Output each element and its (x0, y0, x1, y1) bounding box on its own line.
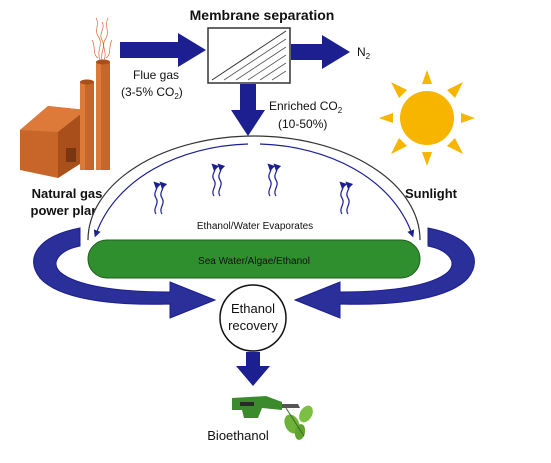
enriched-co2-label: Enriched CO2 (269, 99, 343, 115)
sunlight-label: Sunlight (405, 186, 458, 201)
n2-label: N2 (357, 45, 371, 61)
right-circulation-arrow (293, 227, 475, 319)
flue-gas-concentration: (3-5% CO2) (121, 85, 183, 101)
n2-out-arrow (291, 35, 350, 69)
power-plant-label-line2: power plant (31, 203, 105, 218)
enriched-co2-range: (10-50%) (278, 117, 327, 131)
flue-gas-arrow (120, 33, 206, 67)
pond-label: Sea Water/Algae/Ethanol (198, 256, 310, 267)
ethanol-recovery-node (219, 284, 287, 352)
enriched-co2-arrow (231, 84, 265, 136)
inner-circulation-right (259, 143, 415, 238)
factory-icon (20, 17, 113, 178)
evaporation-arrows (153, 163, 354, 215)
recovery-label-line1: Ethanol (231, 301, 275, 316)
recovery-label-line2: recovery (228, 318, 278, 333)
diagram-title: Membrane separation (190, 7, 335, 23)
power-plant-label-line1: Natural gas (32, 186, 103, 201)
pond (87, 239, 421, 279)
evaporates-label: Ethanol/Water Evaporates (197, 221, 313, 232)
bioethanol-label: Bioethanol (207, 428, 269, 443)
flue-gas-label: Flue gas (133, 68, 179, 82)
inner-circulation-left (93, 143, 249, 238)
left-circulation-arrow (33, 227, 217, 319)
dome-enclosure (87, 135, 421, 241)
membrane-module-icon (207, 27, 291, 84)
fuel-nozzle-icon (232, 396, 313, 440)
sun-icon (379, 70, 475, 166)
recovery-down-arrow (236, 352, 270, 386)
